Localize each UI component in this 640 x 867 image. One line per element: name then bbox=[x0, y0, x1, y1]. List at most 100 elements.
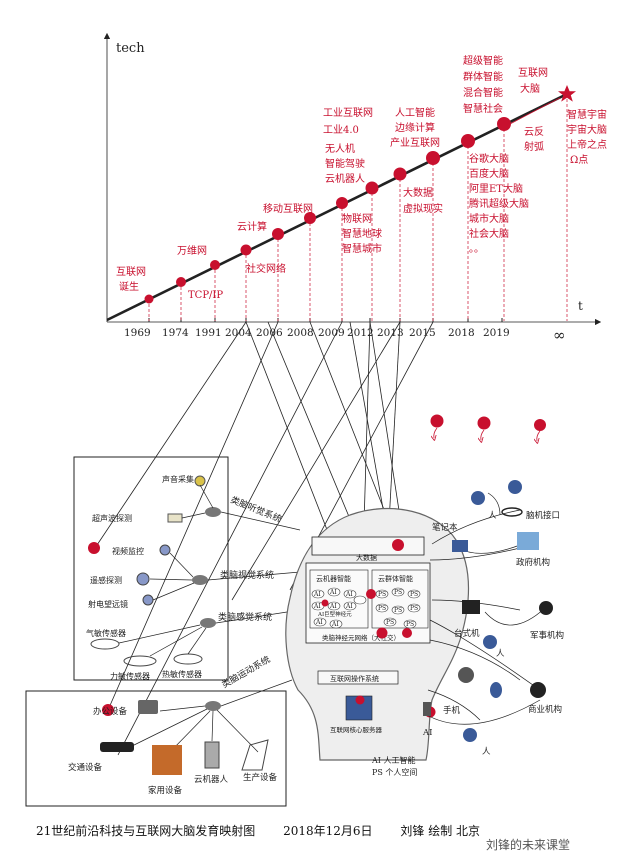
camera-icon bbox=[159, 544, 171, 556]
label-brain-2: 百度大脑 bbox=[469, 167, 509, 180]
robot-face-icon bbox=[458, 667, 474, 683]
ai-node-hearing bbox=[205, 507, 221, 517]
dot-2015 bbox=[426, 151, 440, 165]
year-1974: 1974 bbox=[162, 327, 189, 339]
footer-date: 2018年12月6日 bbox=[283, 824, 373, 838]
label-super-1: 超级智能 bbox=[463, 54, 503, 67]
ai-node-label-3: AI bbox=[345, 591, 353, 598]
business-icon bbox=[530, 682, 546, 698]
footer-title: 21世纪前沿科技与互联网大脑发育映射图 bbox=[36, 824, 256, 838]
sensor-heat: 热敏传感器 bbox=[162, 669, 202, 679]
label-business: 商业机构 bbox=[528, 704, 562, 715]
year-1991: 1991 bbox=[195, 327, 222, 339]
device-traffic: 交通设备 bbox=[68, 762, 103, 773]
label-brain-5: 城市大脑 bbox=[469, 212, 509, 225]
label-ai-right: AI bbox=[422, 728, 433, 738]
os-label: 互联网操作系统 bbox=[330, 674, 379, 683]
ai-node-label-6: AI bbox=[345, 603, 353, 610]
device-robot: 云机器人 bbox=[194, 774, 229, 785]
label-brain-4: 腾讯超级大脑 bbox=[469, 197, 529, 210]
ai-nodes-grid bbox=[311, 587, 367, 629]
sensor-icons bbox=[90, 475, 206, 667]
label-brain-7: 。。 bbox=[469, 244, 484, 255]
ultrasonic-icon bbox=[167, 513, 183, 523]
ai-node-label-8: AI bbox=[331, 621, 339, 628]
mega-ai-label: AI巨型神经元 bbox=[317, 610, 352, 618]
sensor-ai-nodes bbox=[192, 507, 221, 628]
dot-2006 bbox=[272, 228, 284, 240]
label-www: 万维网 bbox=[177, 244, 207, 257]
label-unmanned-1: 无人机 bbox=[325, 142, 355, 155]
microphone-icon bbox=[194, 475, 206, 487]
year-2008: 2008 bbox=[287, 327, 314, 339]
label-unmanned-2: 智能驾驶 bbox=[325, 157, 365, 170]
dot-1969 bbox=[144, 294, 154, 304]
dashed-drops bbox=[148, 94, 568, 321]
year-2018: 2018 bbox=[448, 327, 475, 339]
ai-node-labels: AI AI AI AI AI AI AI AI bbox=[313, 589, 353, 628]
year-2015: 2015 bbox=[409, 327, 436, 339]
red-dot-video bbox=[88, 542, 100, 554]
sensor-remote: 遥感探测 bbox=[90, 575, 122, 585]
year-2006: 2006 bbox=[256, 327, 283, 339]
label-brain-1: 谷歌大脑 bbox=[469, 152, 509, 165]
label-iot-1: 物联网 bbox=[342, 212, 372, 225]
device-icons bbox=[100, 700, 269, 775]
year-2009: 2009 bbox=[318, 327, 345, 339]
person-icon-5 bbox=[463, 728, 477, 742]
phone-icon bbox=[423, 702, 431, 716]
label-cloud: 云计算 bbox=[237, 220, 267, 233]
label-brain-6: 社会大脑 bbox=[469, 227, 509, 240]
year-infinity: ∞ bbox=[553, 326, 566, 344]
heat-sensor-icon bbox=[173, 653, 203, 665]
label-ai-2: 边缘计算 bbox=[395, 121, 435, 134]
label-iot-3: 智慧城市 bbox=[342, 242, 382, 255]
label-internet-birth-2: 诞生 bbox=[119, 280, 139, 293]
bci-icon bbox=[501, 507, 523, 517]
ai-node-label-4: AI bbox=[313, 603, 321, 610]
system-motion: 类脑运动系统 bbox=[220, 653, 273, 690]
ps-node-label-8: PS bbox=[406, 621, 414, 628]
label-government: 政府机构 bbox=[516, 557, 550, 568]
person-icon-3 bbox=[483, 635, 497, 649]
right-labels: 笔记本 人 脑机接口 政府机构 台式机 军事机构 人 商业机构 手机 人 AI bbox=[422, 510, 564, 757]
label-desktop: 台式机 bbox=[454, 628, 480, 639]
ps-node-label-5: PS bbox=[394, 607, 402, 614]
ai-node-vision bbox=[192, 575, 208, 585]
label-super-3: 混合智能 bbox=[463, 86, 503, 99]
system-vision: 类脑视觉系统 bbox=[220, 569, 274, 581]
dot-2004 bbox=[240, 244, 252, 256]
ball-2 bbox=[477, 416, 491, 430]
label-person-1: 人 bbox=[488, 511, 497, 521]
y-axis-label: tech bbox=[116, 41, 145, 56]
year-labels: 1969 1974 1991 2004 2006 2008 2009 2012 … bbox=[124, 326, 566, 344]
dot-2019 bbox=[497, 117, 511, 131]
force-sensor-icon bbox=[123, 655, 157, 667]
label-super-4: 智慧社会 bbox=[463, 102, 503, 115]
device-office: 办公设备 bbox=[93, 706, 128, 717]
person-icon-1 bbox=[471, 491, 485, 505]
ps-node-label-7: PS bbox=[386, 619, 394, 626]
label-reflex-1: 云反 bbox=[524, 126, 544, 138]
dot-2008 bbox=[304, 212, 316, 224]
label-inet-brain-2: 大脑 bbox=[520, 82, 540, 95]
person-icon-2 bbox=[508, 480, 522, 494]
ball-1 bbox=[430, 414, 444, 428]
oil-pump-icon bbox=[241, 739, 269, 771]
device-labels: 办公设备 交通设备 家用设备 云机器人 生产设备 bbox=[68, 706, 278, 796]
legend-ai: AI 人工智能 bbox=[371, 755, 415, 765]
cloud-ai-label: 云机器智能 bbox=[316, 574, 351, 583]
ai-node-label-5: AI bbox=[329, 603, 337, 610]
device-home: 家用设备 bbox=[148, 785, 183, 796]
sensor-box bbox=[73, 456, 229, 681]
dot-2009 bbox=[336, 197, 348, 209]
ps-node-labels: PS PS PS PS PS PS PS PS bbox=[378, 589, 418, 628]
label-industry-1: 工业互联网 bbox=[323, 107, 373, 119]
laptop-icon bbox=[452, 540, 468, 552]
ps-node-label-3: PS bbox=[410, 591, 418, 598]
falling-balls bbox=[430, 414, 546, 442]
label-tcpip: TCP/IP bbox=[188, 290, 223, 301]
label-omega-1: 智慧宇宙 bbox=[567, 108, 607, 121]
sensor-ultrasonic: 超声波探测 bbox=[92, 513, 132, 523]
